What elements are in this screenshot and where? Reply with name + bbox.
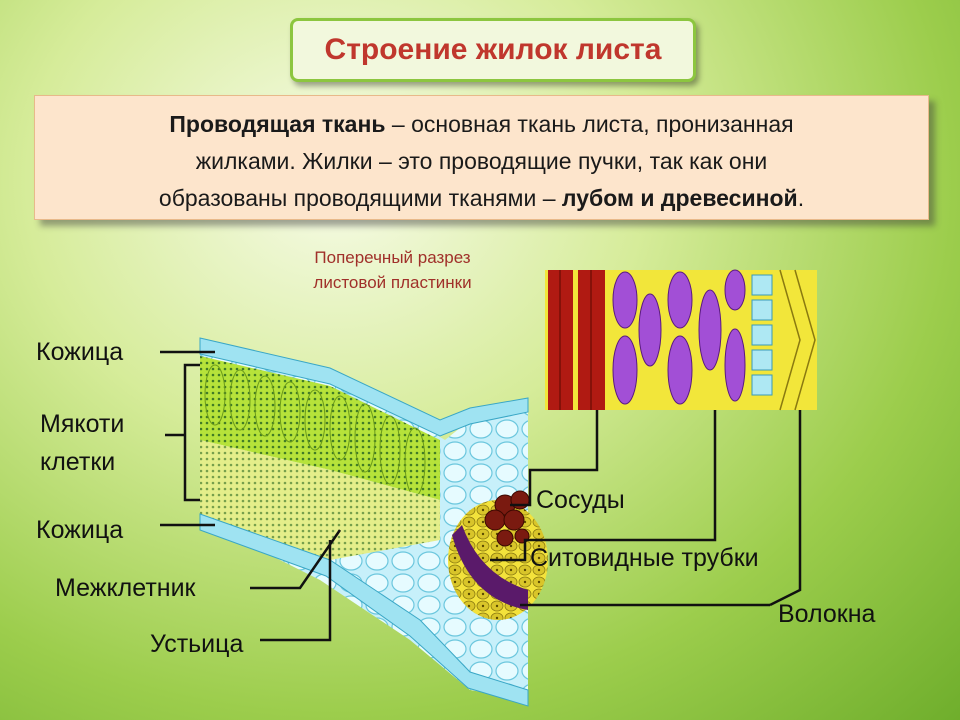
label-sieve-tubes: Ситовидные трубки xyxy=(530,544,759,572)
leader-stoma xyxy=(260,540,332,642)
label-vessels: Сосуды xyxy=(536,486,625,514)
leader-sieve xyxy=(490,410,717,562)
label-intercellular: Межклетник xyxy=(55,574,196,602)
longitudinal-section xyxy=(545,269,817,411)
label-mesophyll-1: Мякоти xyxy=(40,410,125,438)
label-fibers: Волокна xyxy=(778,600,876,628)
caption-line-1: Поперечный разрез xyxy=(314,248,471,267)
definition-emphasis: лубом и древесиной xyxy=(561,185,798,211)
definition-text-1: – основная ткань листа, пронизанная xyxy=(385,111,794,137)
leaf-cross-section xyxy=(199,337,548,707)
label-epidermis-bottom: Кожица xyxy=(36,516,124,544)
label-mesophyll-2: клетки xyxy=(40,448,116,476)
definition-end: . xyxy=(797,185,805,211)
definition-box: Проводящая ткань – основная ткань листа,… xyxy=(34,95,929,220)
cross-section-caption: Поперечный разрез листовой пластинки xyxy=(270,245,515,295)
page-title: Строение жилок листа xyxy=(324,33,662,66)
definition-line-2: жилками. Жилки – это проводящие пучки, т… xyxy=(195,148,768,174)
fiber-lines xyxy=(779,269,816,411)
definition-line-3: образованы проводящими тканями – лубом и… xyxy=(35,180,928,217)
definition-term: Проводящая ткань xyxy=(169,111,386,137)
phloem xyxy=(452,525,528,610)
leader-vessels xyxy=(510,410,599,507)
sieve-cells xyxy=(751,274,773,396)
definition-text-3: образованы проводящими тканями – xyxy=(158,185,562,211)
palisade-dots xyxy=(200,356,440,500)
spongy-dots xyxy=(200,440,440,560)
vessel-rings xyxy=(559,270,592,410)
epidermis-top xyxy=(199,337,529,437)
bracket-mesophyll xyxy=(183,363,200,502)
purple-cells xyxy=(612,269,746,405)
leader-lines xyxy=(160,350,802,642)
title-box: Строение жилок листа xyxy=(290,18,696,82)
label-epidermis-top: Кожица xyxy=(36,338,124,366)
leader-intercellular xyxy=(250,529,342,590)
label-stoma: Устьица xyxy=(150,630,244,658)
definition-line-1: Проводящая ткань – основная ткань листа,… xyxy=(35,106,928,143)
epidermis-bottom xyxy=(199,513,529,707)
leader-fibers-2 xyxy=(769,410,802,607)
caption-line-2: листовой пластинки xyxy=(313,273,472,292)
